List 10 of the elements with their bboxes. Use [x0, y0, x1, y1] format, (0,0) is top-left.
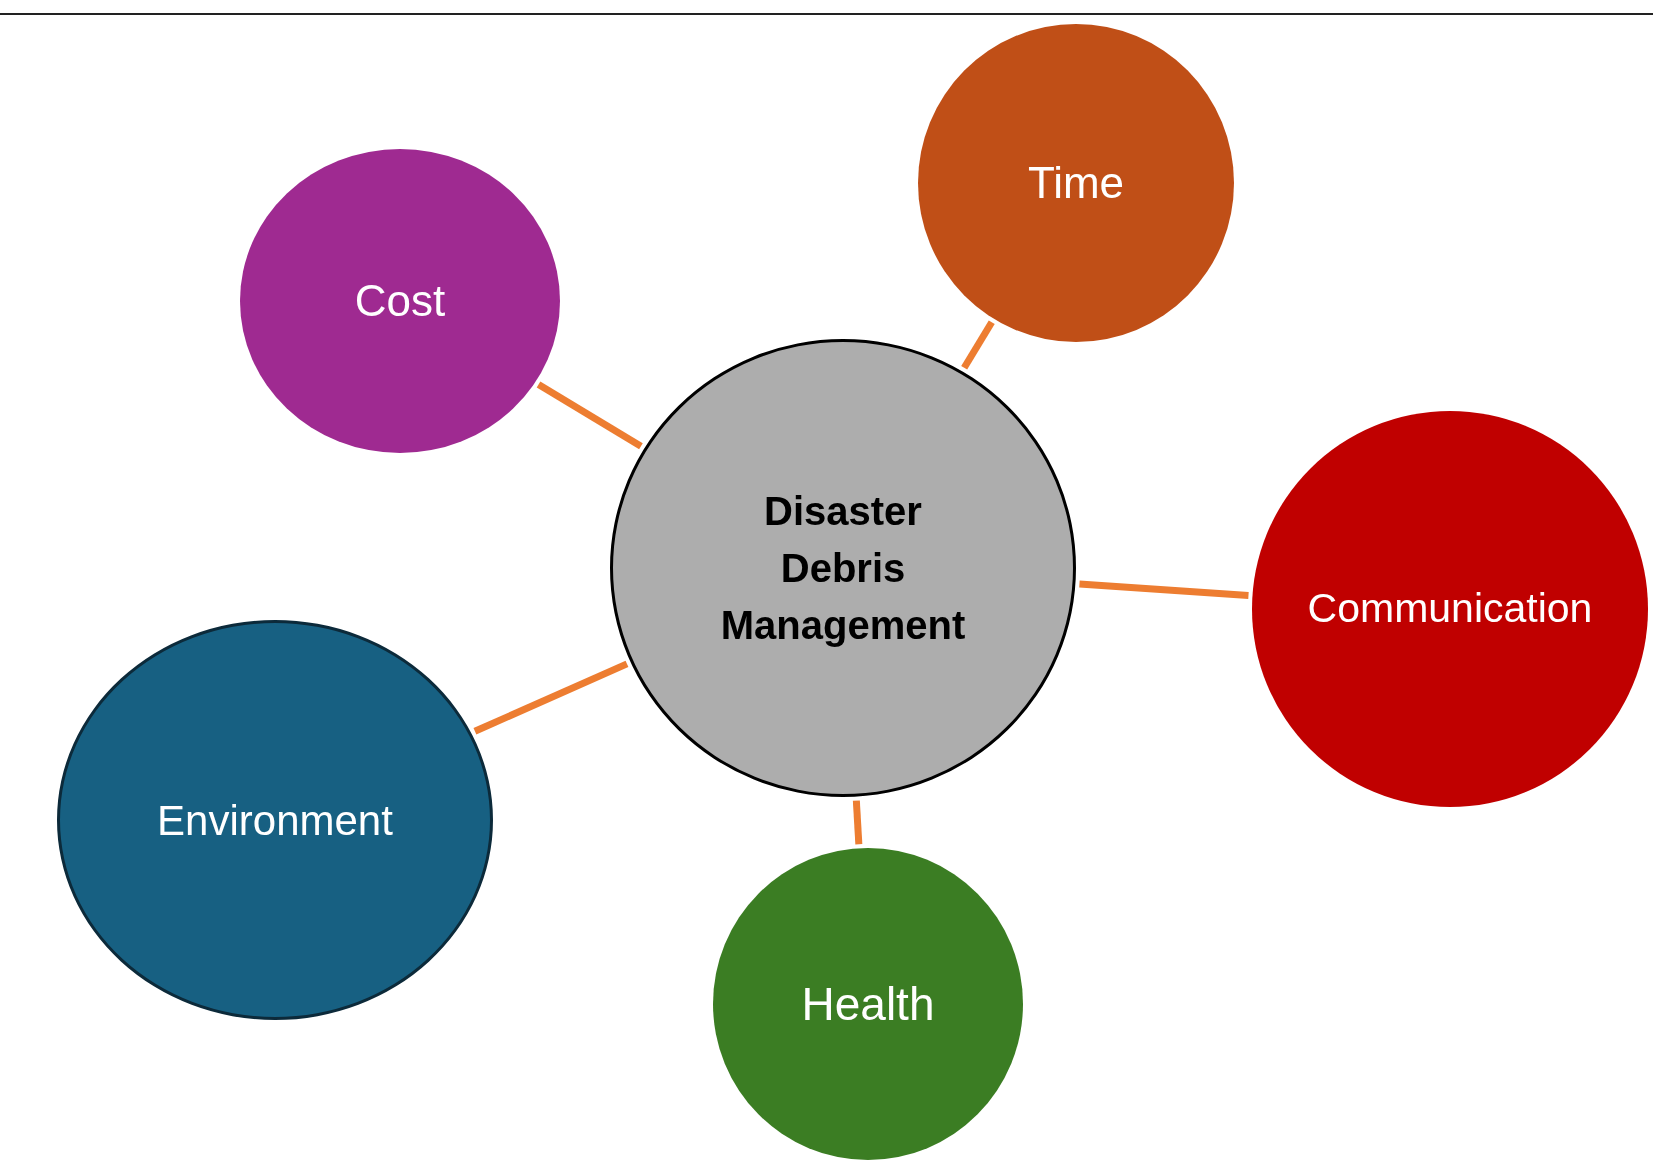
topic-label: Time — [1027, 157, 1125, 209]
connector-line — [473, 660, 629, 735]
connector-line — [852, 800, 863, 845]
connector-line — [536, 381, 643, 450]
topic-label: Environment — [157, 795, 393, 846]
topic-label: Disaster Debris Management — [719, 487, 967, 649]
topic-label: Health — [801, 976, 935, 1032]
connector-line — [961, 320, 995, 370]
topic-label: Cost — [354, 275, 446, 327]
topic-label: Communication — [1307, 584, 1593, 634]
